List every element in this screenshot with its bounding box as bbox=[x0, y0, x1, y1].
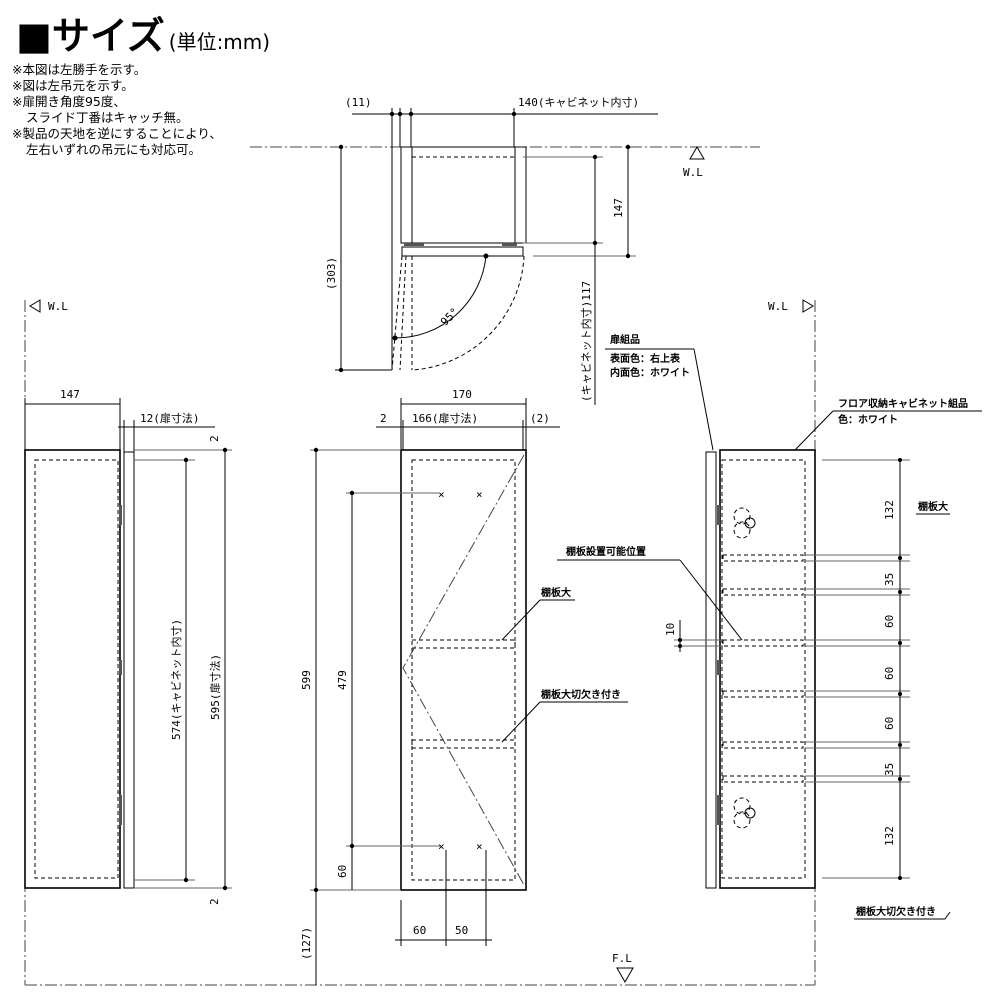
front-view: × × × × 170 2 166(扉寸法) (2) 599 (127) 479… bbox=[300, 388, 743, 985]
dim-shelf: 60 bbox=[883, 615, 896, 628]
dim-574: 574(キャビネット内寸) bbox=[169, 619, 183, 740]
dim-127: (127) bbox=[300, 927, 313, 960]
dim-599: 599 bbox=[300, 670, 313, 690]
dim-shelf: 60 bbox=[883, 667, 896, 680]
dim-60-h: 60 bbox=[413, 924, 426, 937]
inner-color: 内面色：ホワイト bbox=[610, 366, 690, 379]
dim-dots bbox=[898, 458, 902, 880]
dim-11: (11) bbox=[345, 96, 372, 109]
note: ※図は左吊元を示す。 bbox=[12, 78, 134, 93]
unit-label: (単位:mm) bbox=[168, 30, 271, 54]
wl-top: W.L bbox=[683, 166, 703, 179]
page-title: ■サイズ(単位:mm) bbox=[16, 14, 270, 64]
notes: ※本図は左勝手を示す。 ※図は左吊元を示す。 ※扉開き角度95度、 スライド丁番… bbox=[12, 62, 222, 158]
dim-2-bottom: 2 bbox=[208, 898, 221, 905]
note: ※扉開き角度95度、 bbox=[12, 94, 126, 109]
dim-147-side: 147 bbox=[60, 388, 80, 401]
dim-2-top: 2 bbox=[208, 435, 221, 442]
fl-label: F.L bbox=[612, 952, 632, 965]
reference-lines bbox=[24, 146, 816, 986]
door-assembly-label: 扉組品 bbox=[609, 333, 640, 346]
dim-50-h: 50 bbox=[455, 924, 468, 937]
dim-2-right: (2) bbox=[530, 412, 550, 425]
note: スライド丁番はキャッチ無。 bbox=[26, 110, 189, 125]
label-shelf: 棚板大 bbox=[541, 586, 571, 599]
dim-140: 140(キャビネット内寸) bbox=[518, 95, 639, 109]
label-shelf-positions: 棚板設置可能位置 bbox=[566, 545, 646, 558]
plan-view: 95° (11) 140(キャビネット内寸) (303) 147 (キャビネット… bbox=[325, 95, 705, 405]
hinge-icon bbox=[733, 797, 756, 829]
cabinet-assembly-label: フロア収納キャビネット組品 bbox=[838, 397, 968, 410]
dim-166: 166(扉寸法) bbox=[412, 411, 478, 425]
dim-shelf: 60 bbox=[883, 717, 896, 730]
surface-color: 表面色：右上表 bbox=[609, 352, 681, 365]
note: 左右いずれの吊元にも対応可。 bbox=[26, 142, 202, 157]
note: ※製品の天地を逆にすることにより、 bbox=[12, 126, 222, 141]
dim-170: 170 bbox=[452, 388, 472, 401]
screw-mark: × bbox=[476, 840, 483, 853]
screw-mark: × bbox=[476, 488, 483, 501]
dim-12: 12(扉寸法) bbox=[140, 411, 200, 425]
dim-2-left: 2 bbox=[380, 412, 387, 425]
dim-shelf: 132 bbox=[883, 826, 896, 846]
dim-shelf: 35 bbox=[883, 763, 896, 776]
screw-mark: × bbox=[438, 840, 445, 853]
dim-shelf: 35 bbox=[883, 573, 896, 586]
dim-147: 147 bbox=[612, 198, 625, 218]
left-side-view: W.L 147 12(扉寸法) 574(キャビネット内寸) 595(扉寸法) 2… bbox=[24, 299, 232, 905]
dim-shelf: 132 bbox=[883, 500, 896, 520]
right-side-view: W.L 扉組品 表面色：右上表 内面色：ホワイト フロア収納キャビネット組品 色… bbox=[605, 299, 982, 920]
label-shelf-cut-right: 棚板大切欠き付き bbox=[856, 905, 936, 918]
dim-479: 479 bbox=[336, 670, 349, 690]
dim-117: (キャビネット内寸)117 bbox=[579, 281, 593, 402]
cabinet-color: 色：ホワイト bbox=[838, 413, 898, 426]
label-shelf-cut: 棚板大切欠き付き bbox=[541, 688, 621, 701]
label-shelf-right: 棚板大 bbox=[918, 500, 948, 513]
dim-595: 595(扉寸法) bbox=[208, 654, 222, 720]
note: ※本図は左勝手を示す。 bbox=[12, 62, 147, 77]
wl-left: W.L bbox=[48, 300, 68, 313]
screw-mark: × bbox=[438, 488, 445, 501]
dim-303: (303) bbox=[325, 257, 338, 290]
dim-10: 10 bbox=[664, 623, 677, 636]
title-text: ■サイズ bbox=[16, 14, 165, 58]
shelf-positions bbox=[722, 554, 804, 783]
wl-right: W.L bbox=[768, 300, 788, 313]
dim-60-v: 60 bbox=[336, 865, 349, 878]
hinge-icon bbox=[733, 507, 756, 539]
